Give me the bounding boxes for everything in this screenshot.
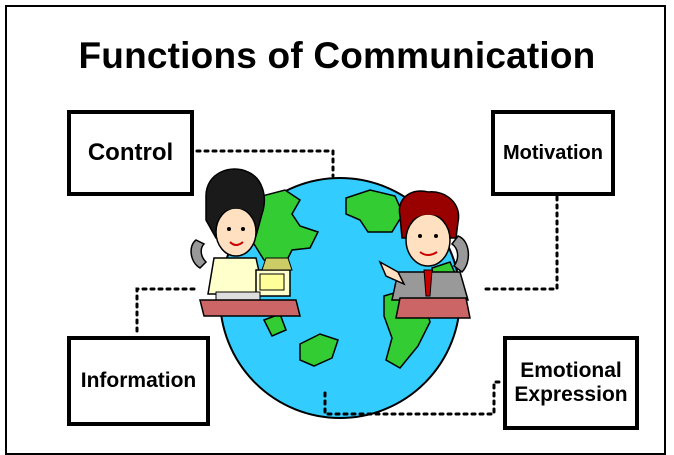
emotional-label: Emotional bbox=[520, 358, 622, 382]
connector-control bbox=[195, 149, 335, 178]
expression-label: Expression bbox=[514, 383, 628, 406]
motivation-box: Motivation bbox=[491, 110, 615, 196]
information-box: Information bbox=[67, 336, 210, 426]
motivation-label: Motivation bbox=[503, 141, 603, 164]
man-phone-icon bbox=[378, 190, 471, 319]
communication-illustration bbox=[135, 149, 559, 419]
connector-emotional bbox=[323, 380, 505, 416]
emotional-expression-box: Emotional Expression bbox=[503, 336, 639, 430]
connector-motivation bbox=[482, 195, 559, 291]
control-label: Control bbox=[87, 139, 174, 167]
slide-title: Functions of Communication bbox=[78, 35, 596, 76]
dotted-connectors bbox=[135, 149, 559, 416]
globe-icon bbox=[219, 177, 461, 419]
information-label: Information bbox=[80, 368, 197, 392]
control-box: Control bbox=[67, 110, 194, 196]
connector-information bbox=[135, 287, 196, 338]
woman-phone-icon bbox=[190, 168, 301, 317]
